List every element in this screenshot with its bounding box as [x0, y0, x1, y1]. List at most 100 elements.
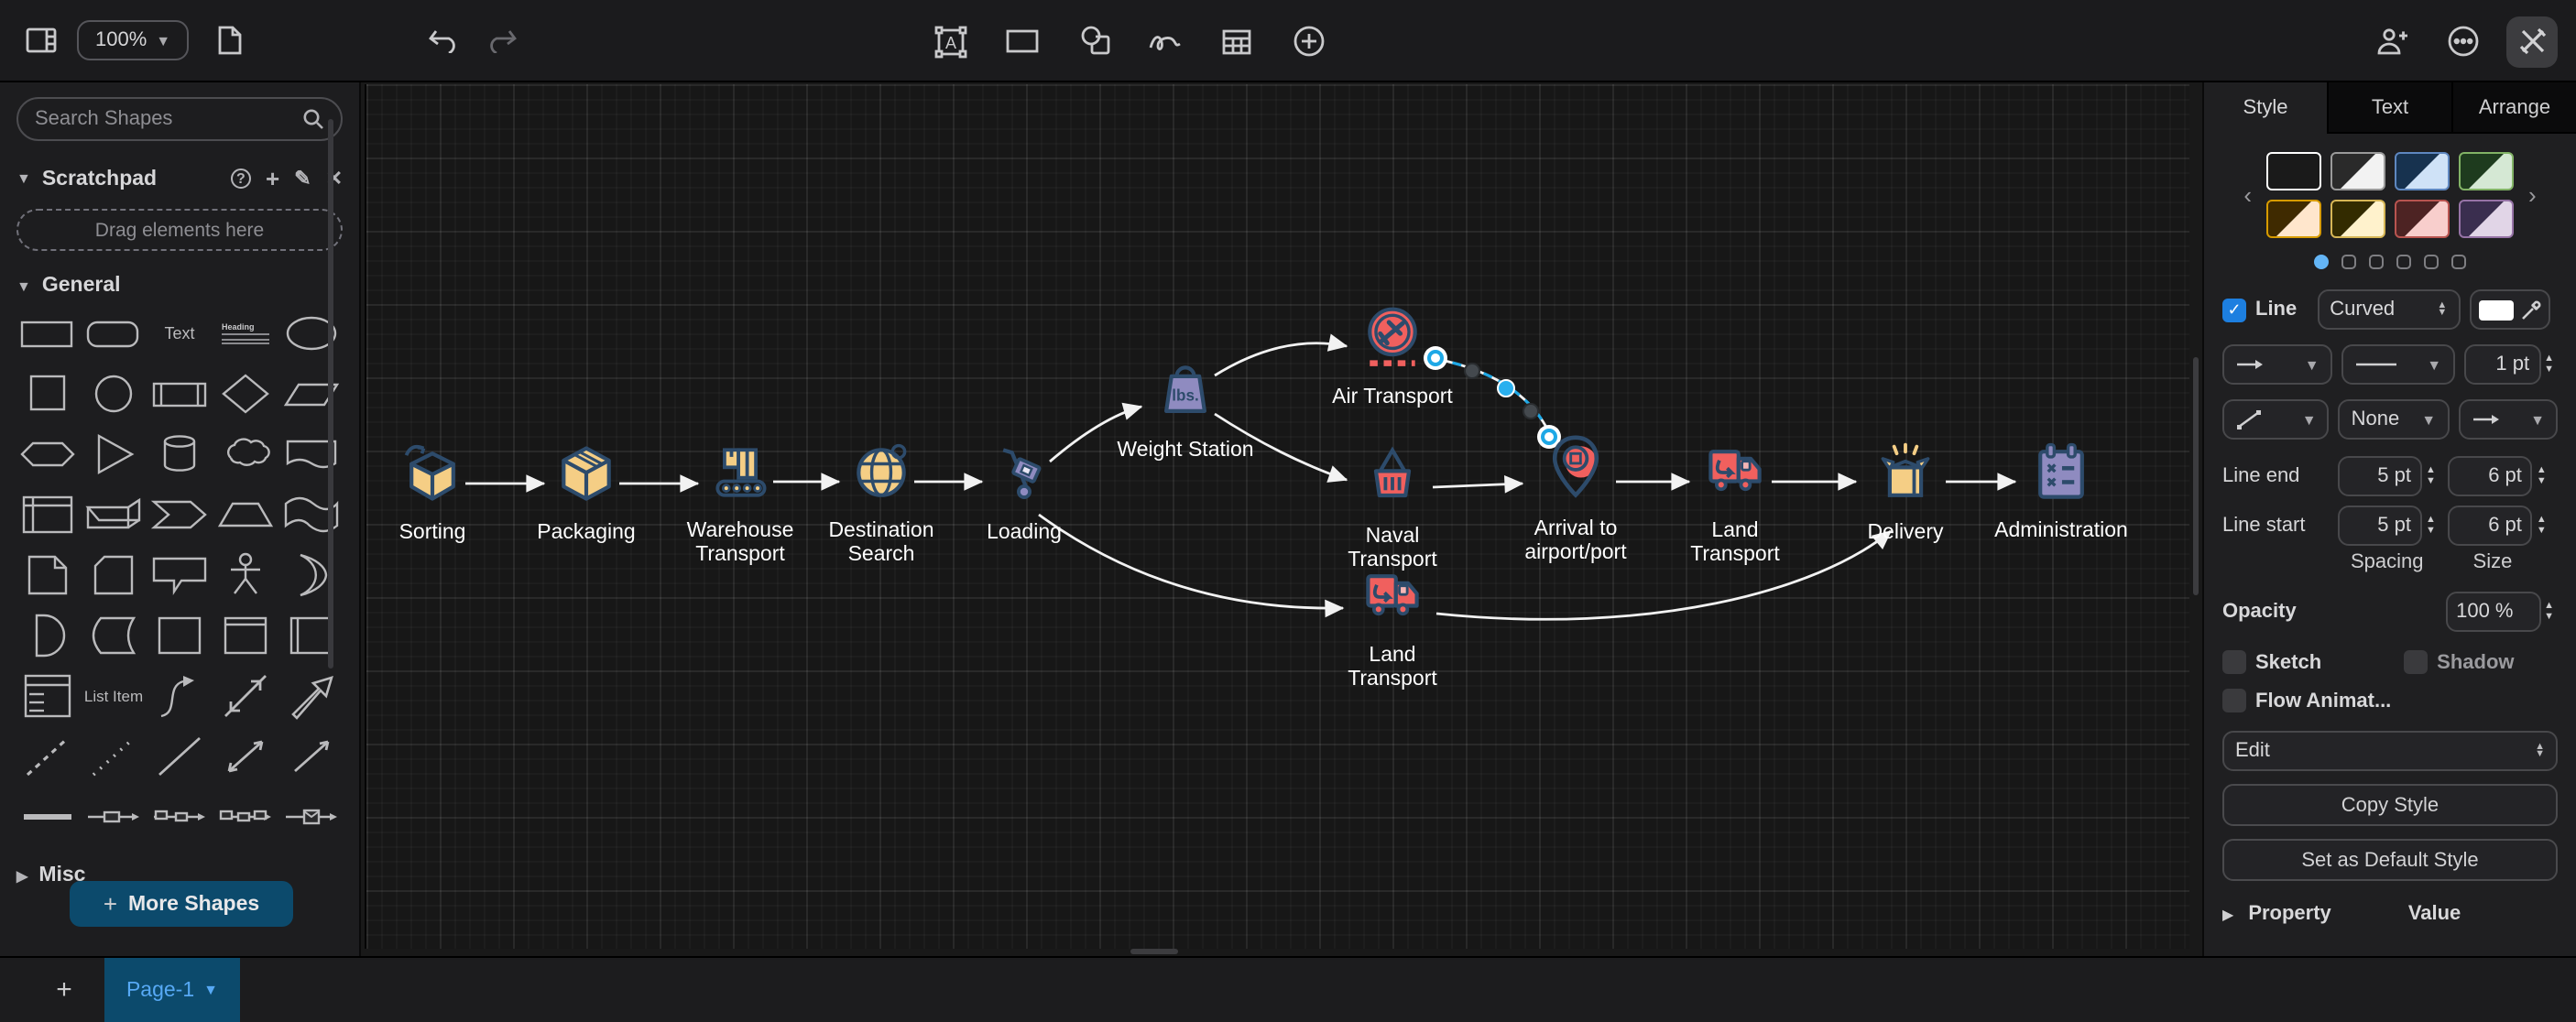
shape-step[interactable]	[148, 493, 211, 537]
shadow-checkbox[interactable]	[2404, 650, 2429, 674]
shape-actor[interactable]	[214, 552, 277, 597]
node-destination-search[interactable]: Destination Search	[812, 438, 951, 566]
shape-diamond[interactable]	[214, 372, 277, 416]
shape-data-storage[interactable]	[82, 614, 145, 658]
shape-arrow-with-label[interactable]	[82, 795, 145, 839]
shape-trapezoid[interactable]	[214, 493, 277, 537]
freehand-tool-icon[interactable]	[1140, 16, 1191, 67]
shape-card[interactable]	[82, 553, 145, 597]
shape-bidirectional-connector[interactable]	[214, 734, 277, 778]
node-weight-station[interactable]: lbs. Weight Station	[1116, 357, 1255, 462]
tab-style[interactable]: Style	[2204, 82, 2327, 134]
tab-text[interactable]: Text	[2327, 82, 2451, 134]
page-tab[interactable]: Page-1 ▼	[104, 957, 240, 1022]
shape-internal-storage[interactable]	[16, 493, 79, 537]
line-checkbox[interactable]: ✓	[2222, 298, 2246, 321]
shape-bidirectional-arrow[interactable]	[214, 674, 277, 718]
line-end-spacing-input[interactable]: 5 pt	[2338, 456, 2422, 496]
shape-or[interactable]	[280, 553, 343, 597]
edge-endpoint-handle[interactable]	[1537, 425, 1561, 449]
style-swatch[interactable]	[2266, 152, 2321, 190]
stroke-width-stepper[interactable]: ▲▼	[2544, 353, 2554, 375]
node-loading[interactable]: Loading	[955, 440, 1094, 545]
edit-pencil-icon[interactable]: ✎	[294, 169, 311, 190]
sketch-checkbox[interactable]	[2222, 650, 2246, 674]
style-swatch[interactable]	[2395, 152, 2450, 190]
preset-page-dot[interactable]	[2451, 255, 2466, 269]
stepper-arrows[interactable]: ▲▼	[2426, 514, 2436, 536]
shape-arrow-with-labels-3[interactable]	[214, 795, 277, 839]
line-start-size-input[interactable]: 6 pt	[2448, 506, 2533, 546]
preset-page-dot[interactable]	[2369, 255, 2384, 269]
arrow-end-select[interactable]: ▼	[2458, 399, 2558, 440]
shape-titled-container[interactable]	[214, 614, 277, 658]
general-section-header[interactable]: ▼ General	[16, 275, 343, 297]
shape-process[interactable]	[148, 372, 211, 416]
preset-page-dot[interactable]	[2341, 255, 2356, 269]
shape-cube[interactable]	[82, 493, 145, 537]
edit-style-select[interactable]: Edit ▲▼	[2222, 731, 2558, 771]
stroke-width-input[interactable]: 1 pt	[2463, 344, 2541, 385]
undo-button[interactable]	[420, 15, 471, 66]
edge-midpoint-handle[interactable]	[1497, 379, 1515, 397]
edge-endpoint-handle[interactable]	[1424, 346, 1447, 370]
theme-sketch-toggle[interactable]	[2506, 16, 2558, 67]
preset-page-dot[interactable]	[2396, 255, 2411, 269]
line-style-select[interactable]: Curved ▲▼	[2317, 289, 2461, 330]
shapes-tool-icon[interactable]	[1068, 16, 1119, 67]
shape-list-item[interactable]: List Item	[83, 687, 144, 705]
more-shapes-button[interactable]: + More Shapes	[70, 881, 293, 927]
shape-text[interactable]: Text	[164, 324, 195, 342]
toggle-panels-icon[interactable]	[15, 15, 66, 66]
node-land-transport-lower[interactable]: Land Transport	[1323, 562, 1462, 690]
node-packaging[interactable]: Packaging	[517, 440, 656, 545]
shape-cloud[interactable]	[214, 432, 277, 476]
node-naval-transport[interactable]: Naval Transport	[1323, 443, 1462, 571]
style-swatch[interactable]	[2330, 152, 2385, 190]
waypoints-select[interactable]: None ▼	[2338, 399, 2450, 440]
stepper-arrows[interactable]: ▲▼	[2536, 464, 2547, 486]
shape-line[interactable]	[148, 734, 211, 778]
node-administration[interactable]: Administration	[1992, 438, 2131, 543]
share-person-add-icon[interactable]	[2367, 16, 2418, 67]
stepper-arrows[interactable]: ▲▼	[2544, 600, 2554, 622]
node-delivery[interactable]: Delivery	[1836, 440, 1975, 545]
chevron-right-icon[interactable]: ▶	[2222, 906, 2234, 922]
text-tool-icon[interactable]: A	[925, 16, 977, 67]
line-pattern-select[interactable]: ▼	[2341, 344, 2455, 385]
tab-arrange[interactable]: Arrange	[2451, 82, 2576, 134]
shape-circle[interactable]	[82, 372, 145, 416]
insert-plus-icon[interactable]	[1283, 16, 1334, 67]
shape-parallelogram[interactable]	[280, 372, 343, 416]
set-default-style-button[interactable]: Set as Default Style	[2222, 839, 2558, 881]
help-icon[interactable]: ?	[230, 169, 251, 189]
edge-virtual-waypoint[interactable]	[1523, 403, 1539, 419]
flow-animation-checkbox[interactable]	[2222, 689, 2246, 712]
node-land-transport[interactable]: Land Transport	[1665, 438, 1805, 566]
diagram-canvas[interactable]: Sorting Packaging Warehouse Transport	[361, 82, 2202, 956]
shape-rounded-rectangle[interactable]	[82, 311, 145, 355]
shape-hexagon[interactable]	[16, 432, 79, 476]
style-swatch[interactable]	[2330, 200, 2385, 238]
line-start-spacing-input[interactable]: 5 pt	[2338, 506, 2422, 546]
shape-dotted-line[interactable]	[82, 734, 145, 778]
shape-tape[interactable]	[280, 493, 343, 537]
shape-ellipse[interactable]	[280, 311, 343, 355]
style-swatch[interactable]	[2395, 200, 2450, 238]
style-swatch[interactable]	[2266, 200, 2321, 238]
zoom-select[interactable]: 100%▼	[77, 20, 190, 60]
line-end-size-input[interactable]: 6 pt	[2448, 456, 2533, 496]
connection-arrow-select[interactable]: ▼	[2222, 344, 2332, 385]
shape-and[interactable]	[16, 614, 79, 658]
sidebar-scrollbar[interactable]	[328, 119, 333, 669]
shape-triangle[interactable]	[82, 432, 145, 476]
shape-arrow[interactable]	[280, 674, 343, 720]
copy-style-button[interactable]: Copy Style	[2222, 784, 2558, 826]
presets-prev-icon[interactable]: ‹	[2243, 181, 2252, 209]
shape-container[interactable]	[148, 614, 211, 658]
shape-note[interactable]	[16, 553, 79, 597]
style-swatch[interactable]	[2459, 200, 2514, 238]
page-outline-icon[interactable]	[203, 15, 255, 66]
shape-directional-connector[interactable]	[280, 734, 343, 778]
shape-list[interactable]	[16, 674, 79, 718]
